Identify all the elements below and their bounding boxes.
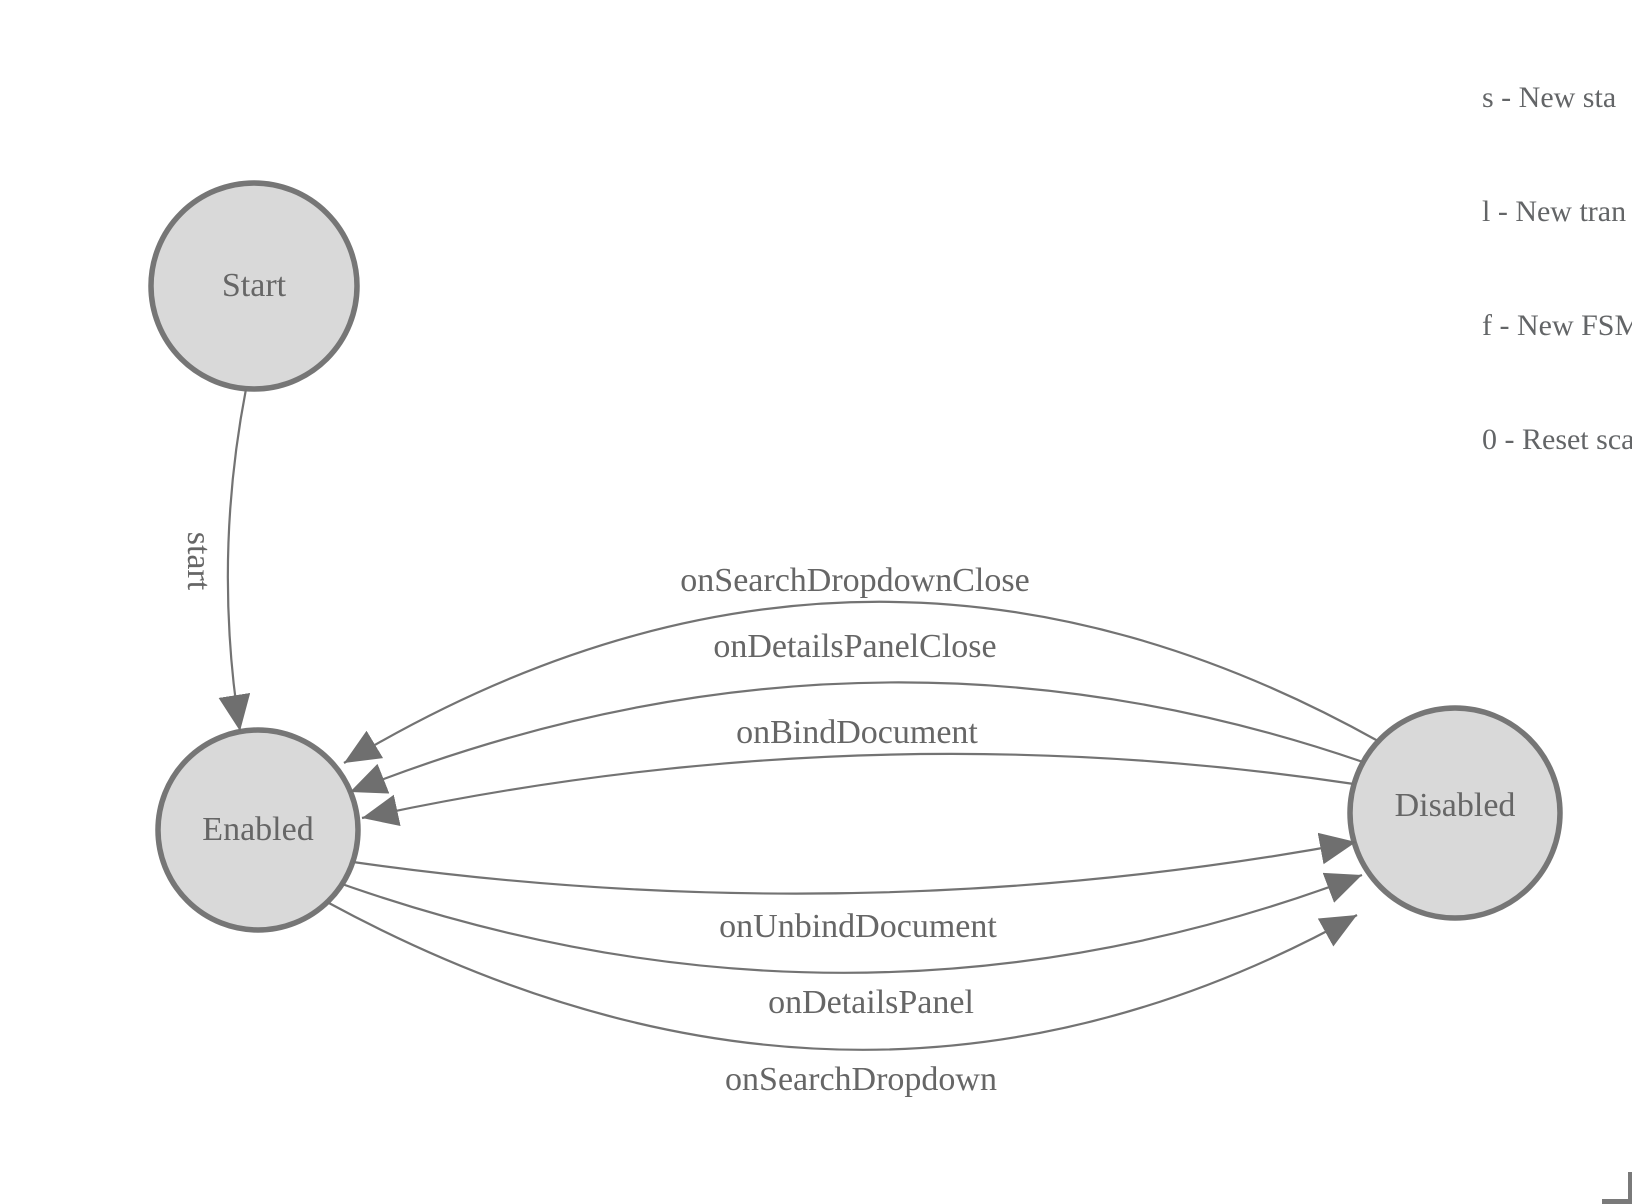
legend-line-reset: 0 - Reset sca [1482,423,1632,456]
transition-edge-on-details-panel-close[interactable] [349,681,1364,794]
shortcut-legend: s - New sta l - New tran f - New FSM 0 -… [1482,3,1632,535]
legend-line-new-fsm: f - New FSM [1482,309,1632,342]
edge-label-on-search-dropdown: onSearchDropdown [725,1061,997,1098]
state-node-enabled-state[interactable] [155,727,361,933]
edge-label-on-search-dropdown-close: onSearchDropdownClose [680,562,1029,599]
state-label-disabled-state: Disabled [1395,787,1516,824]
edge-label-on-unbind-document: onUnbindDocument [719,908,997,945]
transition-edge-on-search-dropdown-close[interactable] [343,600,1379,764]
transition-edge-on-details-panel[interactable] [341,872,1363,974]
edge-label-on-bind-document: onBindDocument [736,714,978,751]
state-node-disabled-state[interactable] [1347,705,1563,921]
edge-label-on-details-panel: onDetailsPanel [768,984,974,1021]
corner-partial-shape [1628,1172,1632,1204]
legend-line-new-state: s - New sta [1482,81,1617,114]
transition-edge-on-unbind-document[interactable] [352,832,1357,895]
transition-edge-start[interactable] [218,388,251,732]
corner-partial-shape [1602,1199,1632,1204]
state-label-start-state: Start [222,267,287,304]
edge-label-on-details-panel-close: onDetailsPanelClose [713,628,996,665]
transition-edge-on-bind-document[interactable] [361,752,1355,827]
edge-label-start: start [180,532,217,591]
state-label-enabled-state: Enabled [202,811,313,848]
state-node-start-state[interactable] [148,180,360,392]
transition-edge-on-search-dropdown[interactable] [326,901,1358,1051]
legend-line-new-transition: l - New tran [1482,195,1627,228]
